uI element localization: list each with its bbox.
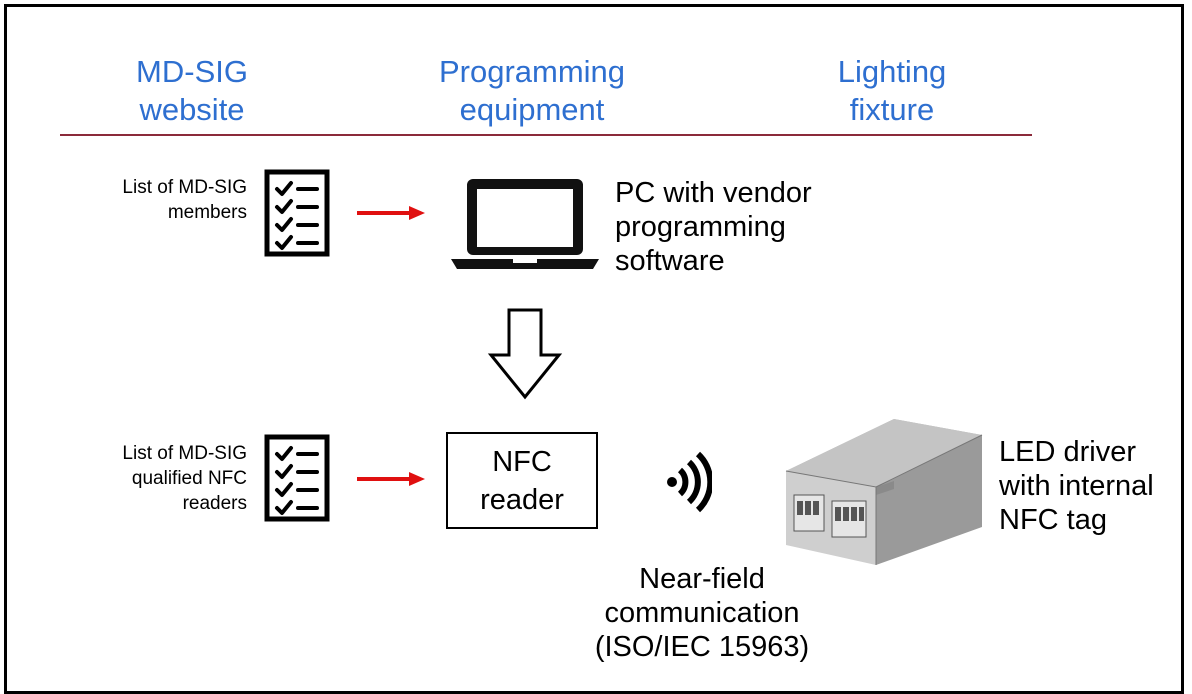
heading-line: fixture [849,92,935,127]
label-line: communication [604,597,800,629]
label-line: NFC tag [999,504,1107,536]
column-heading-fixture: Lighting fixture [797,53,987,129]
heading-line: MD-SIG [136,54,248,89]
heading-line: website [139,92,245,127]
label-line: PC with vendor [615,177,812,209]
checklist-icon [264,434,330,522]
header-divider [60,134,1032,136]
nfc-communication-label: Near-field communication (ISO/IEC 15963) [567,562,837,664]
label-line: software [615,245,725,277]
readers-list-label: List of MD-SIG qualified NFC readers [47,441,247,516]
label-line: List of MD-SIG [122,177,247,198]
box-line: reader [480,483,564,516]
label-line: qualified NFC [131,468,247,489]
led-driver-label: LED driver with internal NFC tag [999,435,1189,537]
red-arrow-icon [357,472,425,486]
label-line: LED driver [999,436,1136,468]
label-line: Near-field [639,563,765,595]
checklist-icon [264,169,330,257]
diagram-frame: MD-SIG website Programming equipment Lig… [4,4,1184,694]
heading-line: Lighting [837,54,947,89]
heading-line: Programming [438,54,626,89]
label-line: readers [182,493,247,514]
laptop-icon [451,179,599,269]
red-arrow-icon [357,206,425,220]
label-line: members [167,202,247,223]
box-line: NFC [492,445,552,478]
label-line: programming [615,211,786,243]
nfc-reader-box: NFC reader [446,432,598,529]
led-driver-image [785,419,983,565]
down-arrow-icon [487,308,563,400]
column-heading-website: MD-SIG website [97,53,287,129]
pc-label: PC with vendor programming software [615,176,875,278]
label-line: (ISO/IEC 15963) [594,631,810,663]
members-list-label: List of MD-SIG members [47,175,247,225]
column-heading-equipment: Programming equipment [412,53,652,129]
label-line: List of MD-SIG [122,443,247,464]
wireless-signal-icon [667,451,712,513]
heading-line: equipment [459,92,605,127]
label-line: with internal [999,470,1154,502]
